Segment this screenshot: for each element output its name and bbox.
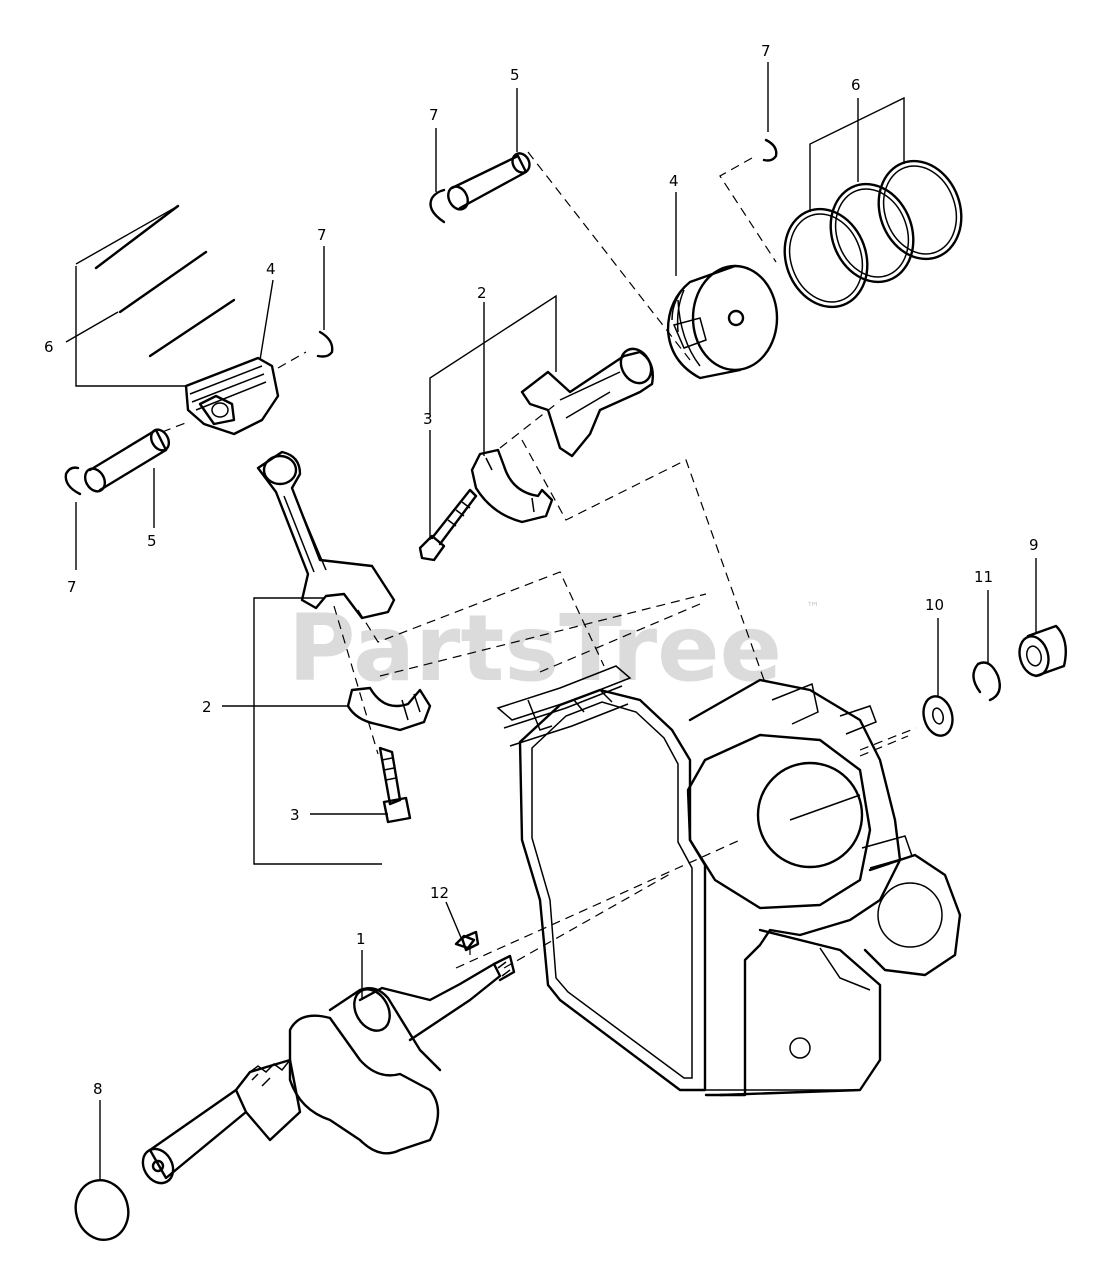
watermark-trademark: ™: [806, 600, 820, 616]
piston-right: [666, 264, 779, 380]
callout-1: 1: [356, 930, 366, 948]
callout-4-right: 4: [669, 172, 679, 190]
piston-rings-right: [783, 159, 963, 309]
watermark-text: PartsTree: [288, 595, 782, 702]
connecting-rod-lower: [256, 450, 396, 620]
retainer-clip-lower-left: [64, 466, 82, 496]
leader-lines: [65, 62, 1037, 1180]
callout-7-top-right: 7: [761, 42, 771, 60]
callout-12: 12: [430, 884, 449, 902]
callout-3-top: 3: [423, 410, 433, 428]
retainer-clip-upper-right: [762, 138, 778, 162]
piston-pin-upper: [447, 152, 531, 211]
retainer-clip-left-upper: [316, 330, 334, 358]
rod-cap-upper: [470, 448, 554, 524]
assembly-lines: [161, 151, 917, 969]
callouts: 5 7 7 6 4 4 7 6 2 3 5 7 2 3 1 12 8 9 11 …: [44, 42, 1039, 1098]
callout-2-left: 2: [202, 698, 212, 716]
piston-pin-lower: [83, 428, 171, 493]
callout-5-top: 5: [510, 66, 520, 84]
callout-6-left: 6: [44, 338, 54, 356]
bushing: [1018, 624, 1067, 678]
callout-5-left: 5: [147, 532, 157, 550]
rod-cap-lower: [346, 686, 432, 732]
callout-9: 9: [1029, 536, 1039, 554]
callout-3-left: 3: [290, 806, 300, 824]
piston-rings-left: [94, 204, 236, 358]
crankcase: [496, 665, 962, 1097]
callout-4-left: 4: [266, 260, 276, 278]
o-ring-seal: [74, 1179, 130, 1241]
rod-bolt-lower: [378, 746, 412, 824]
callout-6-right: 6: [851, 76, 861, 94]
rod-bolt-upper: [418, 488, 478, 562]
callout-7-mid: 7: [317, 226, 327, 244]
retainer-clip-upper-left: [429, 188, 446, 224]
connecting-rod-upper: [520, 347, 654, 458]
callout-11: 11: [974, 568, 993, 586]
callout-8: 8: [93, 1080, 103, 1098]
snap-ring: [972, 661, 1001, 702]
callout-7-top-left: 7: [429, 106, 439, 124]
callout-2-top: 2: [477, 284, 487, 302]
callout-10: 10: [925, 596, 944, 614]
callout-7-bottom-left: 7: [67, 578, 77, 596]
washer: [922, 695, 954, 737]
crankshaft: [141, 930, 516, 1185]
piston-left: [184, 356, 280, 436]
